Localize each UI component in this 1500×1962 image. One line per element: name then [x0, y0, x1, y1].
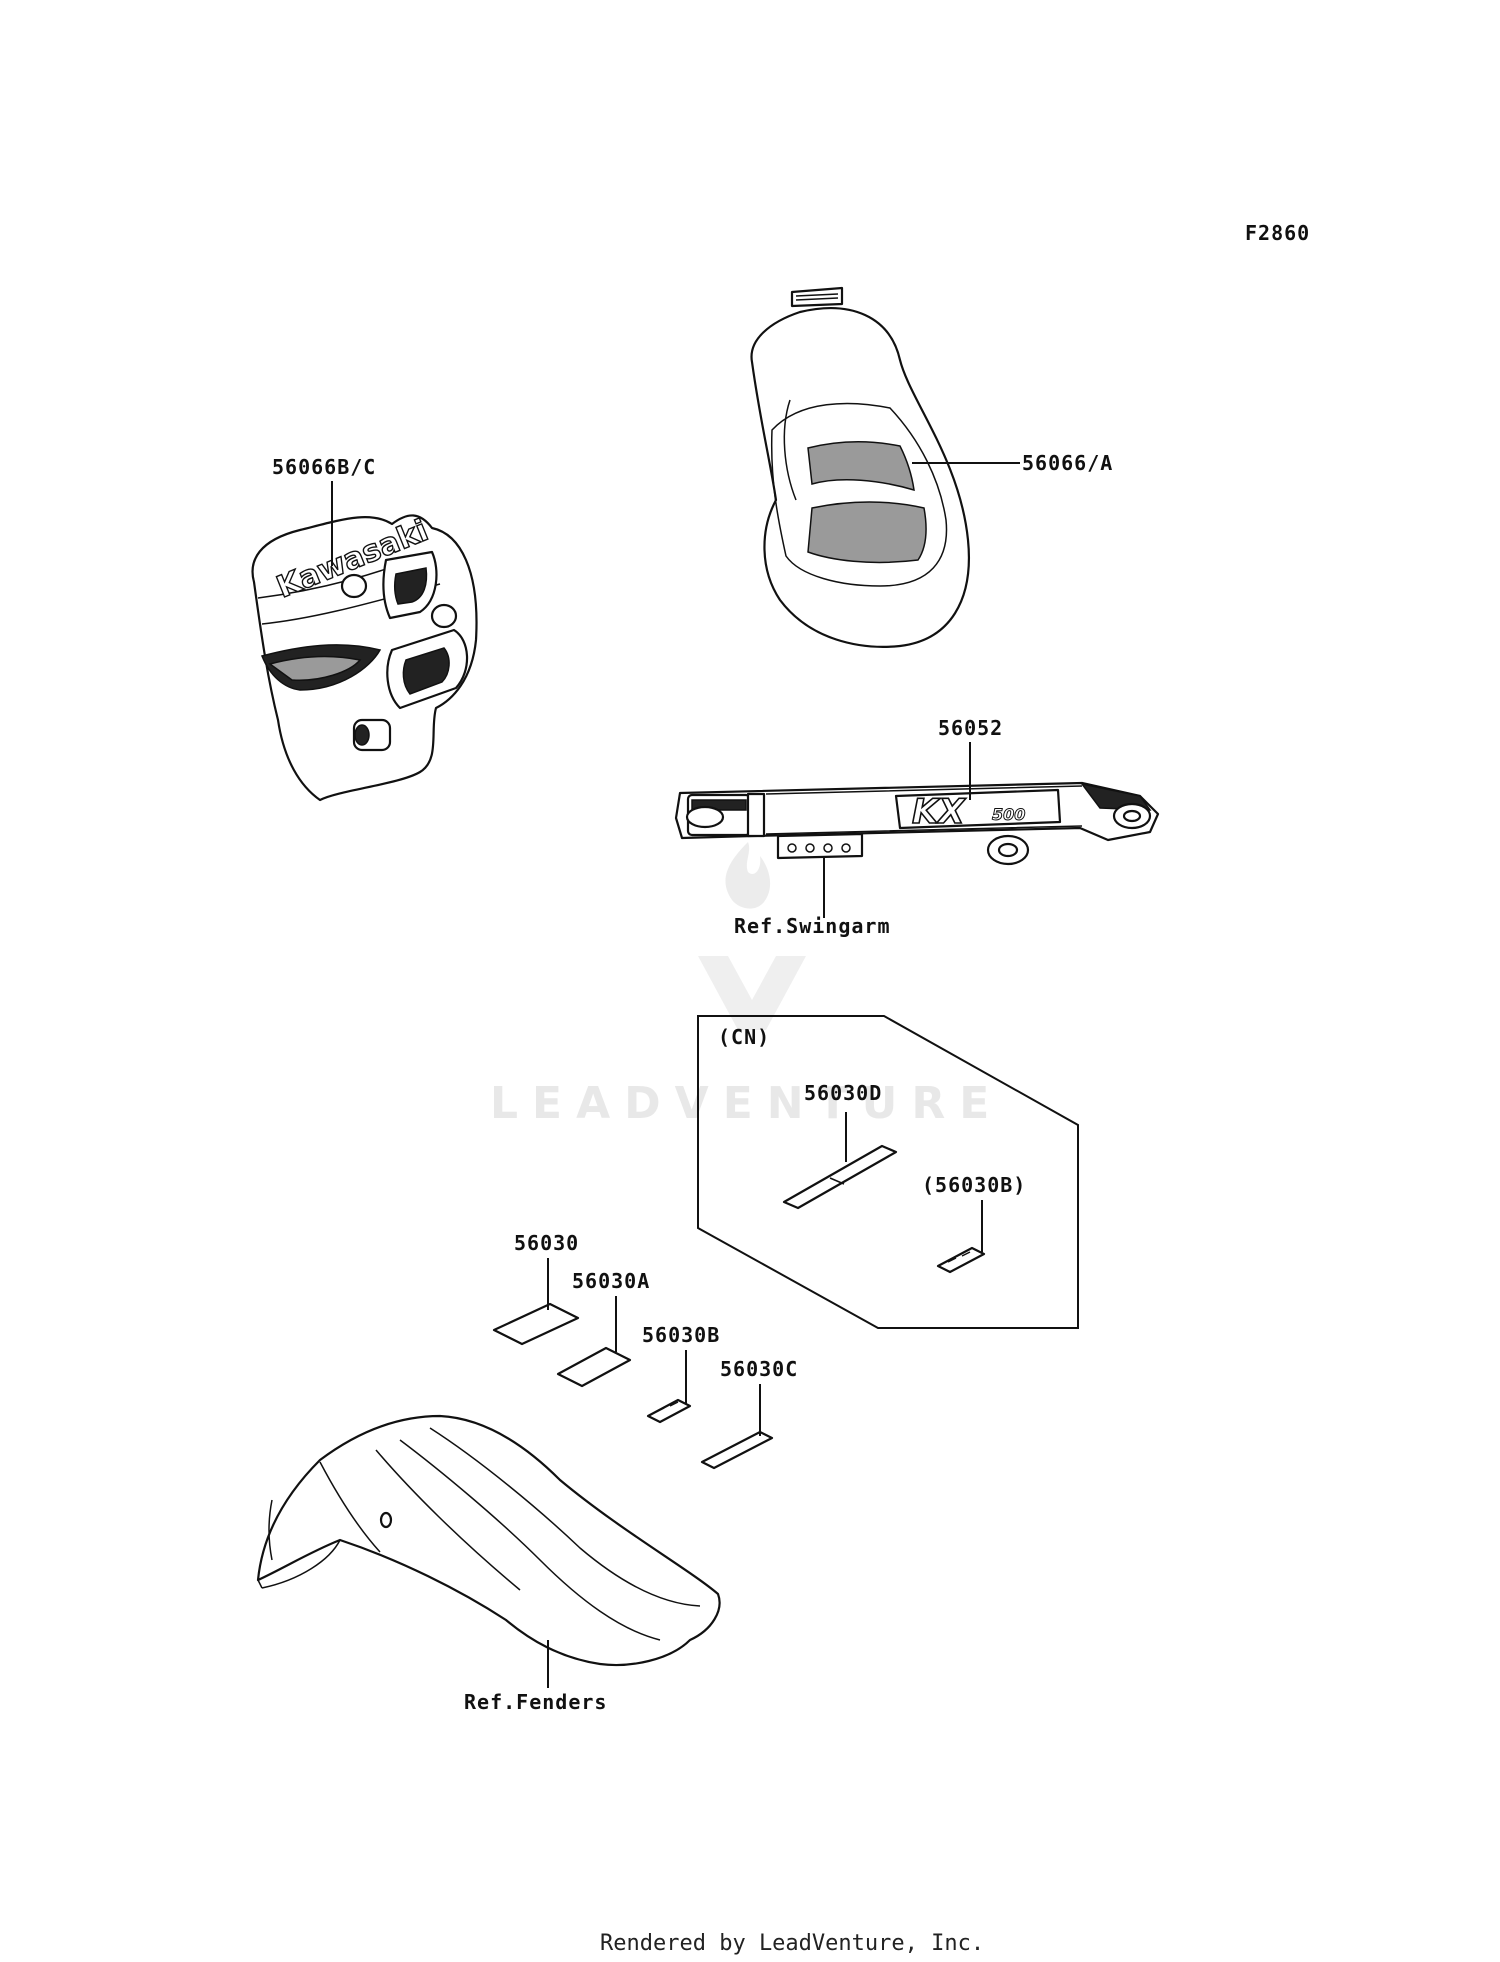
label-ref-swingarm: Ref.Swingarm: [734, 914, 891, 938]
decal-56030b-drawing: [646, 1398, 692, 1424]
label-56066bc: 56066B/C: [272, 455, 376, 479]
cn-region-box: [697, 1015, 1079, 1329]
tank-shroud-drawing: Kawasaki: [251, 512, 478, 802]
label-56052: 56052: [938, 716, 1003, 740]
label-cn: (CN): [718, 1025, 770, 1049]
label-56030a: 56030A: [572, 1269, 650, 1293]
decal-56030-drawing: [492, 1302, 580, 1346]
leadventure-watermark: LEADVENTURE: [490, 842, 1003, 1129]
label-56066a: 56066/A: [1022, 451, 1113, 475]
label-56030d: 56030D: [804, 1081, 882, 1105]
label-56030b: 56030B: [642, 1323, 720, 1347]
fuel-tank-drawing: [750, 286, 970, 648]
kx-model-text: 500: [992, 805, 1025, 824]
label-56030c: 56030C: [720, 1357, 798, 1381]
decal-56030d-drawing: [782, 1144, 898, 1210]
kx-logo-text: KX: [912, 792, 966, 832]
decal-56030c-drawing: [700, 1430, 774, 1470]
label-56030b-cn: (56030B): [922, 1173, 1026, 1197]
watermark-text: LEADVENTURE: [490, 1078, 1003, 1129]
footer-credit: Rendered by LeadVenture, Inc.: [600, 1931, 984, 1956]
decal-56030a-drawing: [556, 1346, 632, 1388]
decal-56030b-cn-drawing: [936, 1246, 986, 1274]
figure-code: F2860: [1245, 221, 1310, 245]
fender-drawing: [256, 1414, 721, 1667]
swingarm-drawing: KX 500: [674, 781, 1160, 866]
label-56030: 56030: [514, 1231, 579, 1255]
label-ref-fenders: Ref.Fenders: [464, 1690, 607, 1714]
